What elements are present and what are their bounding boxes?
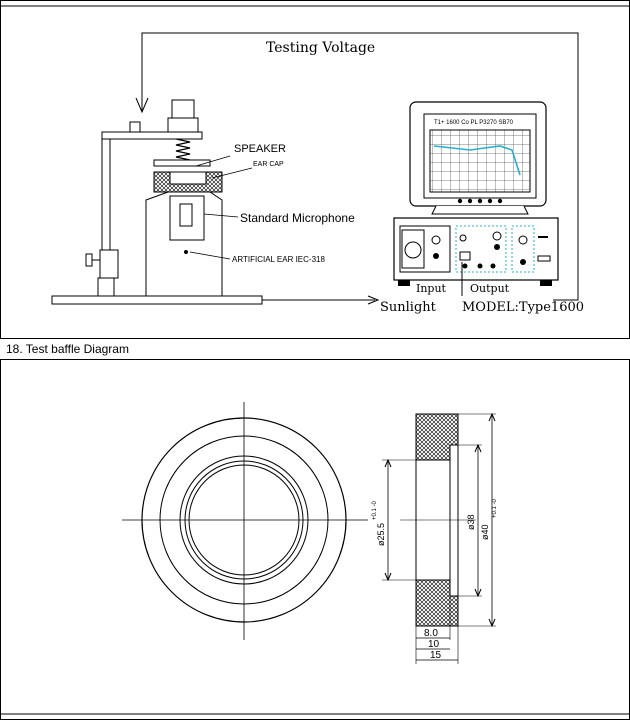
dim-inner: ø25.5 [376, 523, 386, 546]
baffle-side-view: ø25.5 +0.1 -0 ø38 ø40 +0.1 -0 8.0 10 15 [372, 412, 498, 664]
baffle-front-view [122, 402, 368, 640]
section-header: 18. Test baffle Diagram [0, 338, 630, 360]
power-knob [404, 241, 422, 259]
dim-10: 10 [428, 639, 440, 650]
stand-arm [101, 131, 203, 140]
dim-mid: ø38 [466, 514, 476, 530]
voltage-wire [141, 32, 579, 301]
speaker-label: SPEAKER [234, 143, 286, 155]
artificial-ear-label: ARTIFICIAL EAR IEC-318 [232, 255, 325, 264]
model-label: MODEL:Type1600 [462, 300, 584, 315]
standard-microphone-label: Standard Microphone [240, 211, 355, 225]
base-plate [51, 295, 263, 305]
analyzer: Input Output [393, 217, 559, 296]
section-title: 18. Test baffle Diagram [6, 342, 129, 356]
response-curve [433, 145, 521, 176]
dim-inner-tol: +0.1 -0 [372, 500, 378, 520]
ear-cap-label: EAR CAP [253, 161, 284, 168]
svg-text:T1+ 1600 Co PL P3270: T1+ 1600 Co PL P3270 SB70 [434, 120, 514, 126]
dim-15: 15 [430, 650, 442, 661]
testing-voltage-label: Testing Voltage [266, 40, 375, 56]
input-label: Input [416, 282, 447, 295]
dim-8: 8.0 [424, 628, 438, 639]
brand-label: Sunlight [380, 300, 437, 315]
test-setup-diagram: Testing Voltage SPEAKER EAR CAP Standard… [51, 32, 584, 315]
dim-outer: ø40 [480, 524, 490, 540]
dim-outer-tol: +0.1 -0 [492, 498, 498, 518]
monitor: T1+ 1600 Co PL P3270 SB70 [409, 101, 547, 215]
output-label: Output [470, 282, 510, 295]
